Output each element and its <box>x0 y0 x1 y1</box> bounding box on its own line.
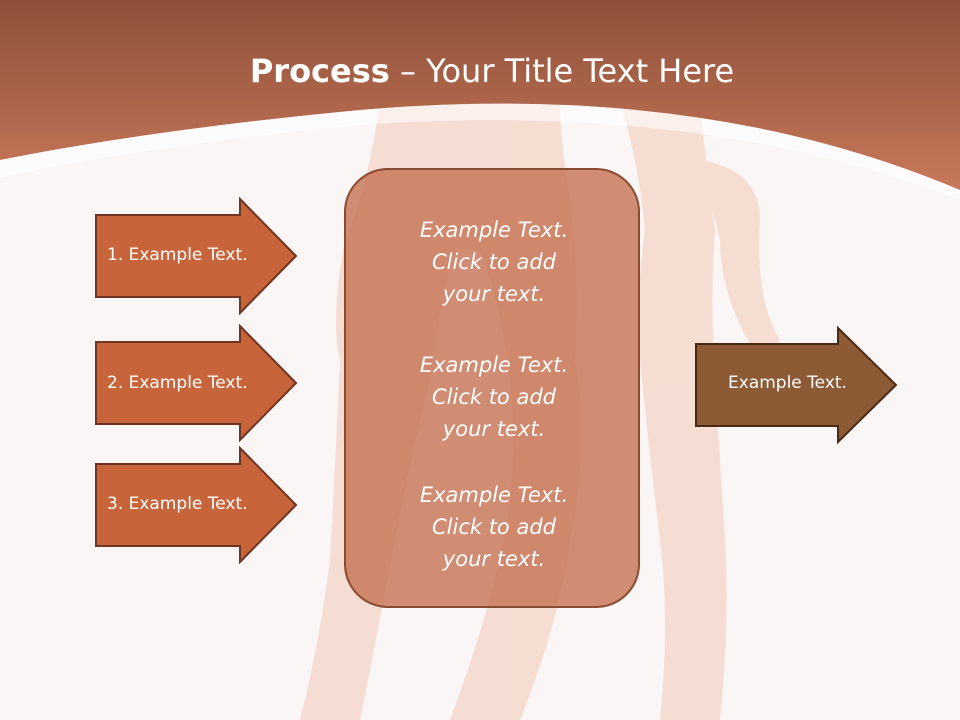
title-bold: Process <box>249 52 390 90</box>
header-band <box>0 0 960 190</box>
process-text-3-line-2: Click to add <box>431 515 556 539</box>
process-text-1-line-3: your text. <box>442 282 546 306</box>
input-arrow-1-shape <box>95 197 298 315</box>
process-text-block-1: Example Text. Click to add your text. <box>346 214 642 310</box>
input-arrow-3[interactable]: 3. Example Text. <box>94 446 300 564</box>
output-arrow-label: Example Text. <box>728 373 847 393</box>
input-arrow-2-shape <box>95 324 298 442</box>
process-text-block-2: Example Text. Click to add your text. <box>346 349 642 445</box>
process-text-2-line-3: your text. <box>442 417 546 441</box>
output-arrow-shape <box>695 326 898 444</box>
process-text-2-line-1: Example Text. <box>419 353 569 377</box>
header-swoosh <box>0 103 960 200</box>
process-text-1-line-2: Click to add <box>431 250 556 274</box>
process-text-2-line-2: Click to add <box>431 385 556 409</box>
output-arrow[interactable]: Example Text. <box>694 326 900 444</box>
title-rest: – Your Title Text Here <box>389 52 735 90</box>
input-arrow-3-shape <box>95 446 298 564</box>
process-text-1-line-1: Example Text. <box>419 218 569 242</box>
process-text-block-3: Example Text. Click to add your text. <box>346 479 642 575</box>
process-text-3-line-1: Example Text. <box>419 483 569 507</box>
input-arrow-3-label: 3. Example Text. <box>107 494 248 514</box>
process-box[interactable]: Example Text. Click to add your text. Ex… <box>344 168 640 608</box>
input-arrow-2-label: 2. Example Text. <box>107 373 248 393</box>
input-arrow-1-label: 1. Example Text. <box>107 245 248 265</box>
slide-title: Process – Your Title Text Here <box>0 52 960 90</box>
process-text-3-line-3: your text. <box>442 547 546 571</box>
input-arrow-1[interactable]: 1. Example Text. <box>94 197 300 315</box>
input-arrow-2[interactable]: 2. Example Text. <box>94 324 300 442</box>
